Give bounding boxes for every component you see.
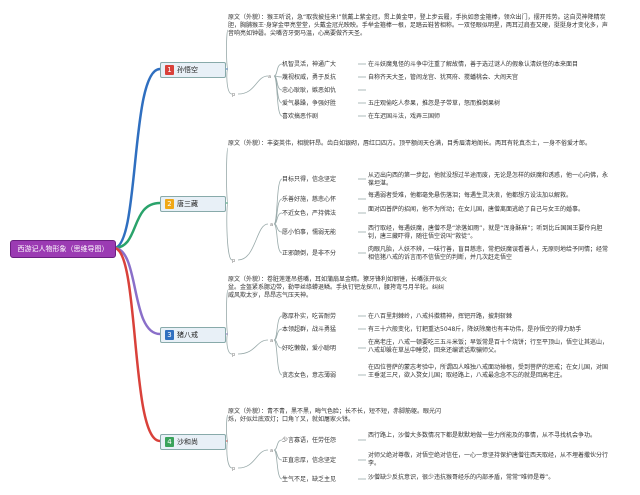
a-label: a — [270, 338, 274, 344]
trait-detail: 西行路上，沙僧大多数情况下都是默默地做一些力所能及的事情，从不寻找机会争功。 — [368, 432, 597, 439]
trait-label: 正直忠厚，信念坚定 — [282, 457, 337, 464]
a-label: a — [270, 448, 274, 454]
a-label: a — [270, 222, 274, 228]
trait-connector — [273, 449, 283, 480]
trait-label: 贪恋女色，意志薄弱 — [282, 372, 337, 379]
trait-detail: 沙僧缺少反抗意识，很少违抗猴哥经乐的内部矛盾，常常“唯师是尊”。 — [368, 474, 555, 481]
branch-connector — [113, 67, 161, 250]
number-badge: 1 — [165, 65, 174, 75]
branch-label: 孙悟空 — [177, 66, 198, 74]
trait-detail: 面对四普萨的招闻，他不为所动；在女儿国，唐僧离面逃绝了自己与女王的婚事。 — [368, 206, 585, 213]
sunwukong-description: 原文（外貌）：猴王听说，急“取我披挂来!”就戴上紫金冠，贯上黄金甲，登上步云履，… — [228, 14, 608, 37]
trait-detail: 对师父绝对尊敬，对悟空绝对信任，一心一意坚持保护唐僧往西天取经，从不埋着撒伙分行… — [368, 452, 609, 467]
trait-label: 乐善好施，慈悲心怀 — [282, 196, 337, 203]
p-connector — [226, 440, 233, 469]
desc-connector — [226, 289, 229, 335]
trait-detail: 有三十六般变化，钉耙重达5048斤，降妖除魔也有丰功伟，是孙悟空的得力助手 — [368, 326, 582, 333]
trait-label: 憨厚朴实，吃苦耐劳 — [282, 313, 337, 320]
trait-detail: 在八百里荆棘岭，八戒抖擞精神，挥钯开路，披荆斩棘 — [368, 313, 513, 320]
trait-label: 喜欢搞恶作剧 — [282, 113, 319, 120]
number-badge: 2 — [165, 199, 174, 209]
trait-connector — [273, 315, 283, 341]
p-label: p — [232, 92, 236, 98]
trait-label: 愿小怕事，懦弱无能 — [282, 229, 337, 236]
trait-connector — [273, 339, 283, 376]
trait-connector — [273, 75, 283, 117]
trait-detail: 西行取经，每遇妖魔，唐僧不是“涂落如雨”，就是“浑身酥麻”；听到比丘国国王要伶向… — [368, 225, 603, 240]
desc-connector — [226, 29, 229, 70]
trait-label: 本领超群，战斗勇猛 — [282, 326, 337, 333]
trait-detail: 从迈出向西的第一步起，他就没想过半途而废，无论是怎样的妖魔和诱惑，他一心向佛，永… — [368, 172, 609, 187]
root-node[interactable]: 西游记人物形象（思维导图） — [10, 240, 116, 258]
branch-connector — [113, 201, 161, 250]
trait-detail: 每遇弱者受难，他都毫免悬伤落泪；每遇生灵决浪，他都想方设法加以解救。 — [368, 192, 573, 199]
trait-label: 蔑视权威，勇于反抗 — [282, 74, 337, 81]
a-connector — [237, 223, 269, 261]
trait-label: 目标只得，信念坚定 — [282, 176, 337, 183]
trait-label: 生气不足，缺乏主见 — [282, 476, 337, 483]
p-label: p — [232, 258, 236, 264]
p-connector — [226, 68, 233, 95]
trait-detail: 五庄观偷吃人参果，推忽是子带草，怒而推倒果树 — [368, 100, 501, 107]
trait-label: 忠心耿耿，嫉恶如仇 — [282, 87, 337, 94]
trait-connector — [273, 328, 283, 341]
trait-label: 机智灵活，神通广大 — [282, 61, 337, 68]
trait-connector — [273, 223, 283, 254]
p-connector — [226, 333, 233, 355]
p-connector — [226, 202, 233, 261]
trait-label: 少言寡语，任劳任怨 — [282, 437, 337, 444]
number-badge: 3 — [165, 330, 174, 340]
trait-detail: 自称齐天大圣，管闹龙宫、犹冥府、搅蟠桃会、大闹天宫 — [368, 74, 519, 81]
tangsanzang-description: 原文（外貌）：丰姿英伟，相貌轩昂。齿白如银砌，唇红口四方。顶平额阔天仓满，目秀眉… — [228, 140, 592, 147]
trait-label: 好吃懒做，爱小聪明 — [282, 345, 337, 352]
branch-label: 沙和尚 — [177, 438, 198, 446]
branch-connector — [113, 246, 161, 443]
trait-label: 正邪颠倒，是非不分 — [282, 250, 337, 257]
trait-detail: 肉眼凡胎，人妖不辨，一味行善，盲目慈悲，常把妖魔误看善人，无原则地给予同情；经常… — [368, 246, 609, 261]
desc-connector — [226, 414, 229, 442]
trait-connector — [273, 439, 283, 451]
shaheshang-description: 原文（外貌）：青不青，黑不黑，晦气色脸；长不长，短不短，赤脚筋躯。眼光闪烁，好似… — [228, 408, 442, 423]
trait-connector — [273, 63, 283, 77]
number-badge: 4 — [165, 437, 174, 447]
a-connector — [237, 75, 269, 95]
trait-detail: 在四位菩萨的蒙志考验中，所谓四人唯独八戒面动禅根，受到菩萨的惩戒；在女儿国，对国… — [368, 364, 609, 379]
branch-label: 唐三藏 — [177, 200, 198, 208]
trait-detail: 在斗妖魔鬼怪的斗争中注重了解故情，善于选过谜人的假象认清妖怪的本来面目 — [368, 61, 579, 68]
p-label: p — [232, 466, 236, 472]
branch-connector — [113, 246, 161, 336]
a-label: a — [268, 74, 272, 80]
trait-detail: 在高老庄，八戒一顿要吃三五斗米饭；早饭常是百十个烧饼；行至平顶山，悟空让其巡山，… — [368, 339, 609, 354]
desc-connector — [226, 147, 229, 204]
trait-detail: 在车迟国斗法，戏弄三国师 — [368, 113, 441, 120]
p-label: p — [232, 352, 236, 358]
zhubajie-description: 原文（外貌）：卷脏莲蓬吊搭嘴，耳如蒲扇显金睛。獠牙锋利如钢锉，长嘴张开似火盆。金… — [228, 276, 448, 299]
a-connector — [237, 339, 269, 355]
trait-label: 爱气暴躁，争强好胜 — [282, 100, 337, 107]
trait-connector — [273, 212, 283, 225]
branch-label: 猪八戒 — [177, 331, 198, 339]
a-connector — [237, 449, 269, 469]
trait-label: 不近女色，严持佛法 — [282, 210, 337, 217]
